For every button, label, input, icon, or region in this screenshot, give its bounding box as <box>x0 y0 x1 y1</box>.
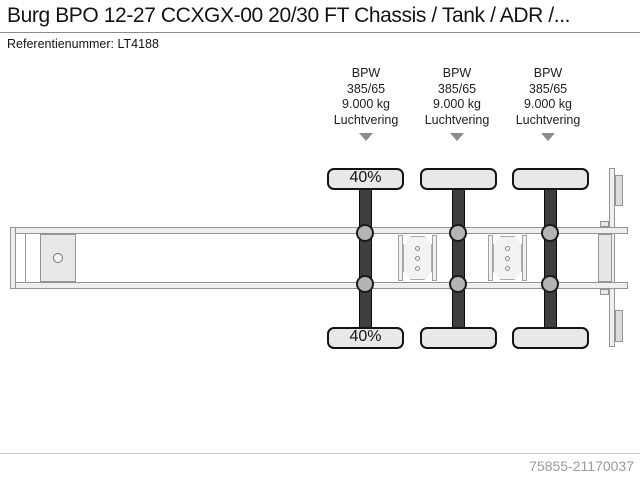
crossmember-1 <box>398 235 437 281</box>
axle3-capacity: 9.000 kg <box>524 97 572 111</box>
kingpin-pin <box>53 253 63 263</box>
title-divider <box>0 32 640 33</box>
axle1-brand: BPW <box>351 66 381 80</box>
down-arrow-icon <box>359 133 373 141</box>
rear-crossmember-block <box>598 234 612 282</box>
axle1-tire-top: 40% <box>327 168 404 190</box>
axle2-spec-label: BPW 385/65 9.000 kg Luchtvering <box>401 66 513 141</box>
crossmember-bolt <box>505 266 510 271</box>
axle3-suspension: Luchtvering <box>515 112 581 127</box>
crossmember-bolt <box>415 256 420 261</box>
crossmember-flange <box>522 235 527 281</box>
crossmember-bolt <box>505 246 510 251</box>
crossmember-flange <box>398 235 403 281</box>
main-beam-top-flange <box>13 227 628 234</box>
axle2-tire-bottom <box>420 327 497 349</box>
rear-bumper-tab-bottom <box>615 310 623 342</box>
axle3-tire-bottom <box>512 327 589 349</box>
page-title: Burg BPO 12-27 CCXGX-00 20/30 FT Chassis… <box>7 4 571 27</box>
axle1-capacity: 9.000 kg <box>342 97 390 111</box>
down-arrow-icon <box>541 133 555 141</box>
axle2-tire-top <box>420 168 497 190</box>
crossmember-2 <box>488 235 527 281</box>
axle2-shaft <box>452 172 465 345</box>
front-end-cap <box>10 227 16 289</box>
axle3-shaft <box>544 172 557 345</box>
main-beam-bottom-flange <box>13 282 628 289</box>
reference-number: Referentienummer: LT4188 <box>7 37 159 51</box>
axle1-shaft <box>359 172 372 345</box>
front-crossmember-line <box>25 234 26 282</box>
watermark-id: 75855-21170037 <box>529 458 634 474</box>
crossmember-bolt <box>415 246 420 251</box>
rear-bracket-bottom <box>600 289 609 295</box>
axle1-suspension-bellow <box>356 275 374 293</box>
axle2-suspension-bellow <box>449 275 467 293</box>
axle3-suspension-bellow <box>541 275 559 293</box>
crossmember-flange <box>432 235 437 281</box>
tire-load-label: 40% <box>349 169 382 186</box>
footer-divider <box>0 453 640 454</box>
axle3-spec-label: BPW 385/65 9.000 kg Luchtvering <box>492 66 604 141</box>
tire-load-label: 40% <box>349 328 382 345</box>
down-arrow-icon <box>450 133 464 141</box>
crossmember-bolt <box>505 256 510 261</box>
axle2-brand: BPW <box>442 66 472 80</box>
axle3-suspension-bellow <box>541 224 559 242</box>
axle1-tire-size: 385/65 <box>346 81 386 96</box>
axle2-suspension-bellow <box>449 224 467 242</box>
axle2-suspension: Luchtvering <box>424 112 490 127</box>
axle1-suspension: Luchtvering <box>333 112 399 127</box>
crossmember-bolt <box>415 266 420 271</box>
rear-bumper-tab-top <box>615 175 623 206</box>
axle3-tire-size: 385/65 <box>528 81 568 96</box>
axle3-tire-top <box>512 168 589 190</box>
rear-bracket-top <box>600 221 609 227</box>
axle1-suspension-bellow <box>356 224 374 242</box>
axle1-tire-bottom: 40% <box>327 327 404 349</box>
crossmember-flange <box>488 235 493 281</box>
axle1-spec-label: BPW 385/65 9.000 kg Luchtvering <box>310 66 422 141</box>
axle2-capacity: 9.000 kg <box>433 97 481 111</box>
kingpin-plate <box>40 234 76 282</box>
crossmember-web <box>403 236 432 280</box>
axle3-brand: BPW <box>533 66 563 80</box>
axle2-tire-size: 385/65 <box>437 81 477 96</box>
